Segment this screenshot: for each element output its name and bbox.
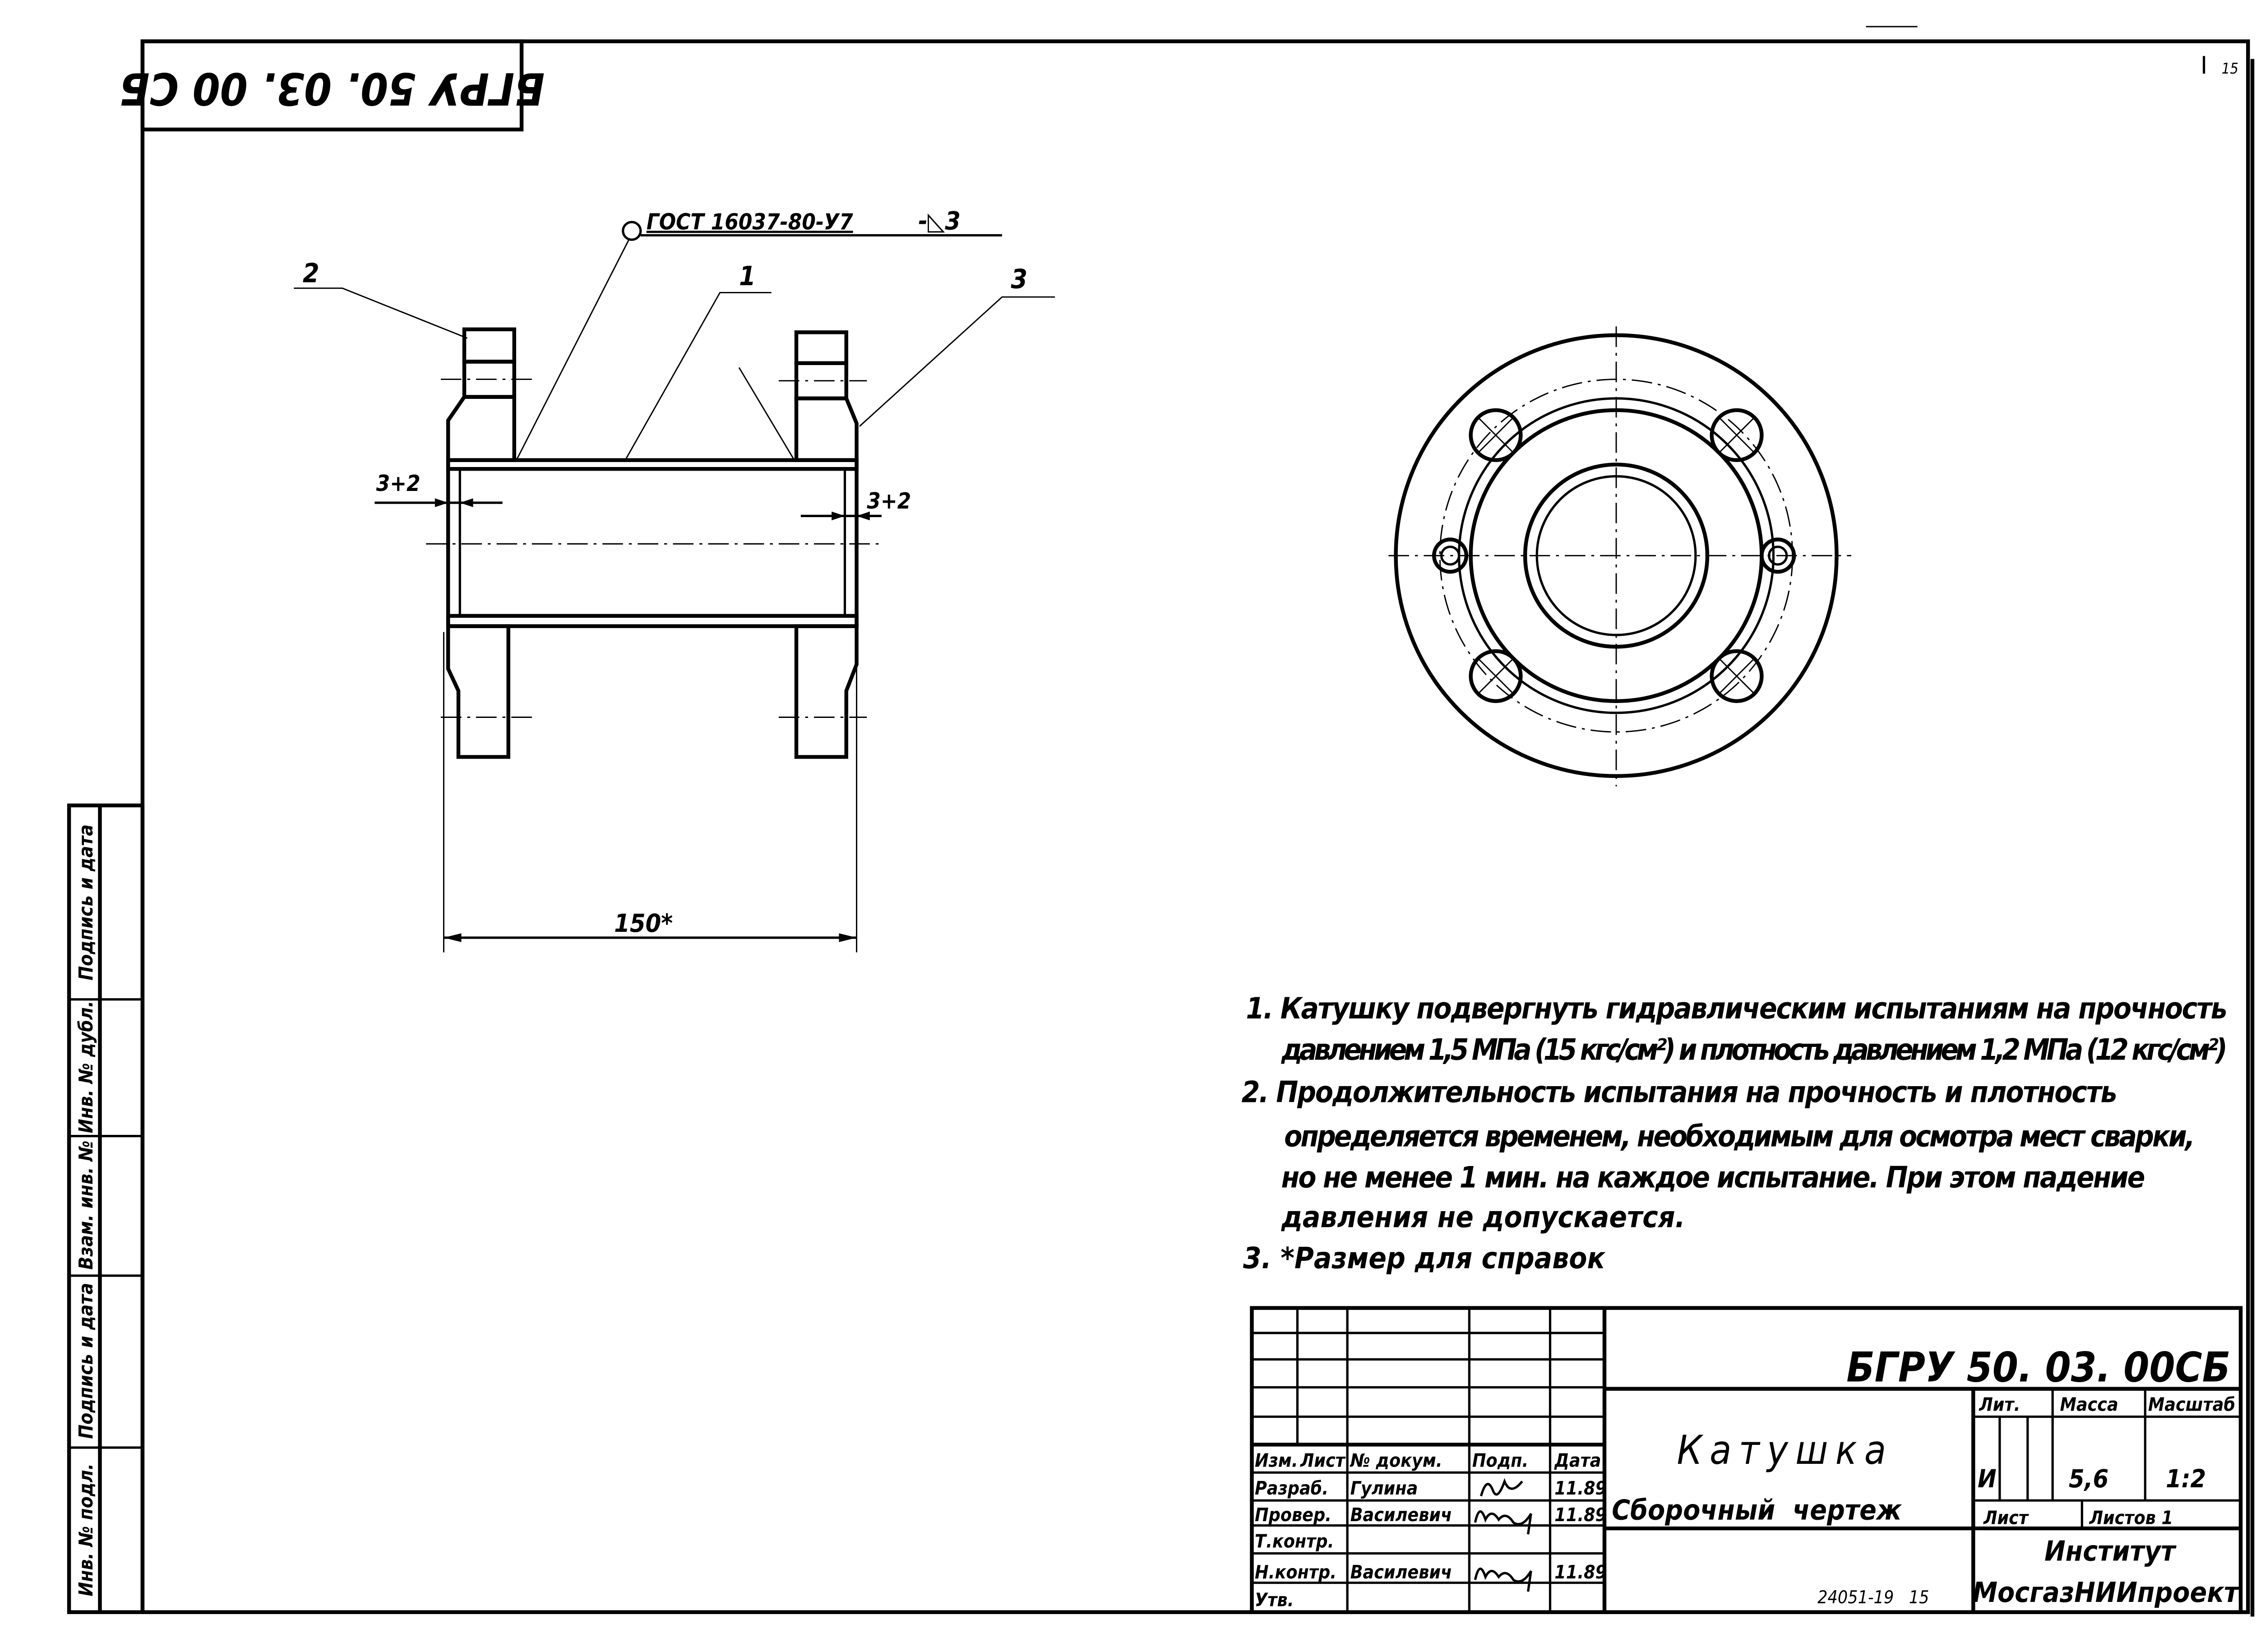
- strip-label-sign-date-2: Подпись и дата: [75, 824, 97, 981]
- pipe-wall-top: [446, 458, 859, 471]
- mass-value: 5,6: [2069, 1465, 2108, 1494]
- right-flange-bottom: [794, 624, 859, 759]
- header-signature: Подп.: [1472, 1449, 1529, 1471]
- title-block: БГРУ 50. 03. 00СБ Катушка Сборочный черт…: [1250, 1306, 2243, 1614]
- pipe-wall-bottom: [446, 614, 859, 628]
- note-3: 3. *Размер для справок: [1243, 1242, 1606, 1276]
- role-approved: Утв.: [1255, 1589, 1294, 1611]
- role-norm-control: Н.контр.: [1255, 1561, 1336, 1583]
- left-flange-bottom: [446, 624, 510, 759]
- top-stamp: БГРУ 50. 03. 00 СБ: [120, 39, 545, 132]
- note-1-line-1: 1. Катушку подвергнуть гидравлическим ис…: [1246, 992, 2227, 1026]
- name-checker: Василевич: [1350, 1504, 1452, 1526]
- note-2-line-4: давления не допускается.: [1281, 1201, 1685, 1235]
- gap-right-dim: 3+2: [867, 488, 911, 514]
- date-checker: 11.89: [1554, 1504, 1607, 1526]
- lit-value: И: [1978, 1465, 1997, 1494]
- signature-developer: [1479, 1478, 1523, 1497]
- bolt-holes: [1432, 408, 1796, 703]
- signature-norm-control: [1474, 1567, 1532, 1592]
- weld-symbol: -◺3: [918, 207, 961, 236]
- header-date: Дата: [1554, 1449, 1601, 1471]
- document-type: Сборочный чертеж: [1612, 1494, 1902, 1527]
- technical-notes: 1. Катушку подвергнуть гидравлическим ис…: [1242, 992, 2228, 1276]
- date-developer: 11.89: [1554, 1477, 1607, 1499]
- archive-number: 24051-19 15: [1817, 1587, 1929, 1608]
- sheet-label: Лист: [1983, 1507, 2029, 1528]
- strip-label-inv-dup: Инв. № дубл.: [75, 1001, 97, 1134]
- note-2-line-3: но не менее 1 мин. на каждое испытание. …: [1281, 1161, 2145, 1195]
- weld-gost-label: ГОСТ 16037-80-У7: [647, 209, 853, 235]
- side-strip: Инв. № подл. Подпись и дата Взам. инв. №…: [67, 803, 145, 1614]
- signature-checker: [1474, 1510, 1532, 1535]
- organization-line-2: МосгазНИИпроект: [1973, 1576, 2240, 1609]
- header-doc-no: № докум.: [1350, 1449, 1442, 1471]
- strip-label-sign-date-1: Подпись и дата: [75, 1283, 97, 1439]
- sheets-label: Листов 1: [2089, 1507, 2173, 1528]
- designation: БГРУ 50. 03. 00СБ: [1846, 1343, 2230, 1391]
- top-stamp-text: БГРУ 50. 03. 00 СБ: [120, 62, 545, 114]
- callout-1: 1: [739, 261, 756, 292]
- name-developer: Гулина: [1350, 1477, 1418, 1499]
- length-dim: 150*: [614, 909, 673, 938]
- left-flange-top: [462, 327, 516, 364]
- organization-line-1: Институт: [2044, 1535, 2177, 1568]
- role-checker: Провер.: [1255, 1504, 1331, 1526]
- sheet-mark: 15: [2222, 60, 2238, 77]
- strip-label-inv-orig: Инв. № подл.: [75, 1463, 97, 1596]
- date-norm-control: 11.89: [1554, 1561, 1607, 1583]
- header-change: Изм.: [1255, 1449, 1298, 1471]
- section-view: 2 1 3 ГОСТ 16037-80-У7 -◺3 3+2 3+2 150*: [294, 207, 1055, 953]
- role-developer: Разраб.: [1255, 1477, 1328, 1499]
- note-2-line-1: 2. Продолжительность испытания на прочно…: [1242, 1076, 2117, 1110]
- note-2-line-2: определяется временем, необходимым для о…: [1284, 1120, 2195, 1153]
- flange-end-view: [1388, 326, 1852, 787]
- scale-value: 1:2: [2166, 1465, 2206, 1494]
- scale-label: Масштаб: [2148, 1394, 2235, 1416]
- header-sheet: Лист: [1300, 1449, 1346, 1471]
- role-tech-control: Т.контр.: [1255, 1530, 1334, 1552]
- right-flange-top: [794, 330, 848, 365]
- name-norm-control: Василевич: [1350, 1561, 1452, 1583]
- part-name: Катушка: [1677, 1427, 1894, 1473]
- callout-2: 2: [303, 258, 319, 289]
- note-1-line-2: давлением 1,5 МПа (15 кгс/см²) и плотнос…: [1281, 1033, 2228, 1067]
- callout-3: 3: [1011, 264, 1027, 295]
- mass-label: Масса: [2060, 1394, 2118, 1416]
- strip-label-replace-inv: Взам. инв. №: [75, 1140, 97, 1269]
- lit-label: Лит.: [1979, 1394, 2020, 1416]
- gap-left-dim: 3+2: [376, 471, 421, 496]
